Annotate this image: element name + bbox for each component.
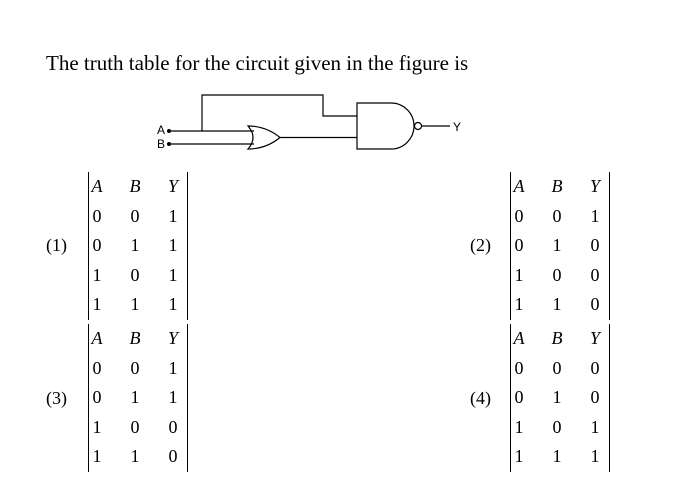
cell-a: 1: [92, 446, 102, 467]
nand-gate: [356, 102, 415, 150]
cell-b: 0: [130, 205, 140, 226]
table-row: 0 0 1: [89, 354, 187, 384]
option-1-label: (1): [46, 235, 67, 255]
header-y: Y: [589, 176, 600, 196]
cell-a: 0: [514, 235, 524, 256]
cell-b: 1: [552, 446, 562, 467]
cell-y: 0: [168, 416, 178, 437]
table-row: 0 0 1: [511, 202, 609, 232]
header-a: A: [91, 176, 103, 196]
table-row: 0 1 1: [89, 231, 187, 261]
cell-b: 1: [130, 235, 140, 256]
option-3-label: (3): [46, 388, 67, 408]
table-row: 1 1 0: [511, 290, 609, 320]
input-a-terminal: [167, 129, 171, 133]
cell-y: 1: [168, 264, 178, 285]
header-y: Y: [589, 328, 600, 348]
table-row: 0 0 0: [511, 354, 609, 384]
cell-y: 1: [168, 294, 178, 315]
cell-b: 0: [552, 357, 562, 378]
cell-a: 0: [514, 357, 524, 378]
option-3-truth-table: A B Y 0 0 1 0 1 1 1 0 0 1 1 0: [88, 324, 188, 472]
cell-y: 0: [590, 235, 600, 256]
table-row: 0 1 0: [511, 383, 609, 413]
option-1-truth-table: A B Y 0 0 1 0 1 1 1 0 1 1 1 1: [88, 172, 188, 320]
question-text: The truth table for the circuit given in…: [46, 51, 469, 75]
or-gate: [246, 125, 281, 150]
cell-a: 0: [92, 205, 102, 226]
table-row: 0 1 1: [89, 383, 187, 413]
cell-b: 0: [130, 416, 140, 437]
cell-a: 0: [514, 387, 524, 408]
header-y: Y: [167, 176, 178, 196]
option-4-label: (4): [470, 388, 491, 408]
cell-a: 1: [514, 294, 524, 315]
table-row: 1 1 1: [511, 442, 609, 472]
table-row: 0 1 0: [511, 231, 609, 261]
header-y: Y: [167, 328, 178, 348]
cell-b: 0: [552, 416, 562, 437]
cell-y: 1: [168, 205, 178, 226]
cell-a: 1: [514, 446, 524, 467]
table-header-row: A B Y: [511, 172, 609, 202]
cell-b: 0: [552, 264, 562, 285]
option-2-label: (2): [470, 235, 491, 255]
cell-b: 0: [130, 264, 140, 285]
cell-y: 1: [590, 416, 600, 437]
table-row: 1 1 1: [89, 290, 187, 320]
cell-a: 1: [514, 264, 524, 285]
cell-a: 0: [92, 235, 102, 256]
table-row: 1 0 0: [89, 413, 187, 443]
table-row: 1 0 1: [511, 413, 609, 443]
cell-a: 0: [514, 205, 524, 226]
cell-b: 1: [552, 294, 562, 315]
cell-a: 1: [514, 416, 524, 437]
input-a-label: A: [157, 123, 165, 137]
table-header-row: A B Y: [89, 324, 187, 354]
option-4-truth-table: A B Y 0 0 0 0 1 0 1 0 1 1 1 1: [510, 324, 610, 472]
table-header-row: A B Y: [511, 324, 609, 354]
cell-b: 1: [130, 446, 140, 467]
header-b: B: [551, 176, 563, 196]
input-b-terminal: [167, 142, 171, 146]
cell-b: 0: [552, 205, 562, 226]
cell-y: 1: [168, 235, 178, 256]
table-header-row: A B Y: [89, 172, 187, 202]
cell-a: 0: [92, 357, 102, 378]
cell-y: 1: [168, 387, 178, 408]
header-a: A: [513, 328, 525, 348]
output-y-label: Y: [453, 120, 461, 134]
header-b: B: [129, 176, 141, 196]
table-row: 1 1 0: [89, 442, 187, 472]
cell-y: 0: [590, 357, 600, 378]
cell-a: 1: [92, 294, 102, 315]
header-b: B: [551, 328, 563, 348]
header-a: A: [513, 176, 525, 196]
cell-y: 0: [590, 294, 600, 315]
table-row: 1 0 1: [89, 261, 187, 291]
nand-bubble: [413, 121, 423, 131]
cell-a: 1: [92, 416, 102, 437]
cell-b: 1: [552, 235, 562, 256]
input-b-label: B: [157, 137, 165, 151]
cell-y: 1: [590, 446, 600, 467]
option-2-truth-table: A B Y 0 0 1 0 1 0 1 0 0 1 1 0: [510, 172, 610, 320]
cell-b: 0: [130, 357, 140, 378]
wire-a-to-nand: [171, 94, 357, 132]
cell-y: 1: [590, 205, 600, 226]
header-b: B: [129, 328, 141, 348]
table-row: 1 0 0: [511, 261, 609, 291]
table-row: 0 0 1: [89, 202, 187, 232]
cell-a: 1: [92, 264, 102, 285]
cell-b: 1: [130, 294, 140, 315]
cell-y: 1: [168, 357, 178, 378]
cell-a: 0: [92, 387, 102, 408]
cell-b: 1: [552, 387, 562, 408]
header-a: A: [91, 328, 103, 348]
cell-y: 0: [590, 264, 600, 285]
cell-b: 1: [130, 387, 140, 408]
cell-y: 0: [590, 387, 600, 408]
cell-y: 0: [168, 446, 178, 467]
